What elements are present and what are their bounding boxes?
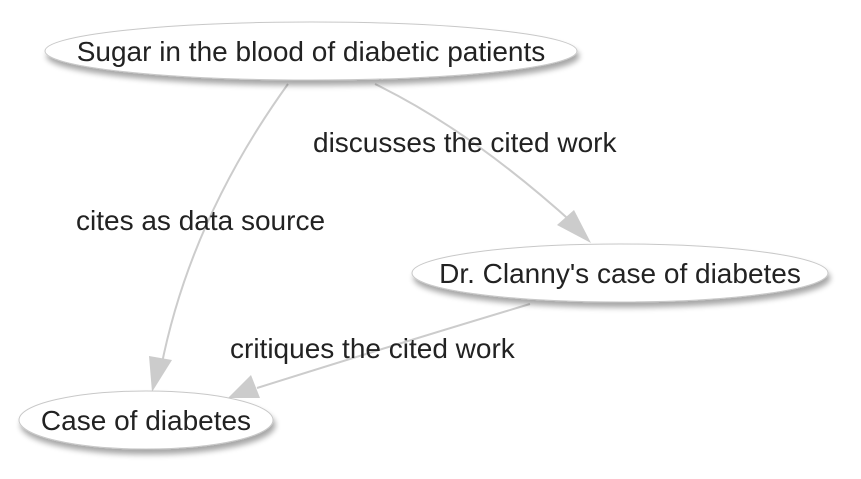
arrowhead-icon [228, 375, 260, 398]
arrowhead-icon [557, 210, 591, 243]
node-label-case: Case of diabetes [41, 405, 251, 436]
edge-label-discusses: discusses the cited work [313, 127, 617, 158]
node-case: Case of diabetes [18, 390, 274, 450]
node-ellipse [411, 243, 829, 303]
node-sugar: Sugar in the blood of diabetic patients [44, 21, 578, 81]
edge-line-cites [160, 83, 289, 369]
node-label-sugar: Sugar in the blood of diabetic patients [77, 36, 546, 67]
node-label-clanny: Dr. Clanny's case of diabetes [439, 258, 801, 289]
edge-sugar-to-clanny [374, 83, 591, 243]
edge-label-cites: cites as data source [76, 205, 325, 236]
node-clanny: Dr. Clanny's case of diabetes [411, 243, 829, 303]
edge-sugar-to-case [149, 83, 289, 392]
arrowhead-icon [149, 356, 172, 392]
edge-line-critiques [256, 303, 531, 389]
edge-clanny-to-case [228, 303, 531, 398]
node-ellipse [18, 390, 274, 450]
edge-line-discusses [374, 83, 576, 226]
edge-label-critiques: critiques the cited work [230, 333, 516, 364]
node-ellipse [44, 21, 578, 81]
